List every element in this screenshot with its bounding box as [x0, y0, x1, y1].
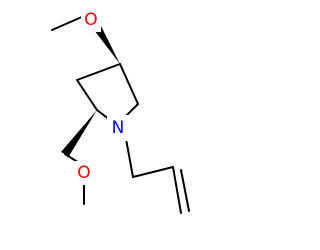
atom-o-top: O: [84, 10, 97, 30]
bond-allyl-ch2-ch: [132, 166, 174, 178]
o-top-label-bg: [81, 8, 101, 32]
o-left-label-bg: [74, 161, 94, 185]
wedge-c2-ch2: [61, 110, 97, 156]
bond-c4-c5: [119, 63, 139, 105]
bond-c2-c3: [76, 79, 98, 111]
bond-c3-c4: [76, 63, 121, 81]
molecule-canvas: O N O: [51, 8, 190, 214]
bond-n-allyl-ch2: [125, 138, 134, 178]
bond-methyl-o-top: [51, 15, 85, 31]
atom-n-ring: N: [112, 118, 125, 138]
molecule-structure: O N O: [51, 8, 190, 214]
atom-o-left: O: [77, 163, 90, 183]
bond-allyl-ch-ch2-double-a: [172, 166, 182, 214]
bond-c5-n: [125, 103, 139, 117]
wedge-c4-o-top: [91, 22, 120, 64]
bond-allyl-ch-ch2-double-b: [180, 169, 190, 212]
n-label-bg: [107, 115, 129, 141]
